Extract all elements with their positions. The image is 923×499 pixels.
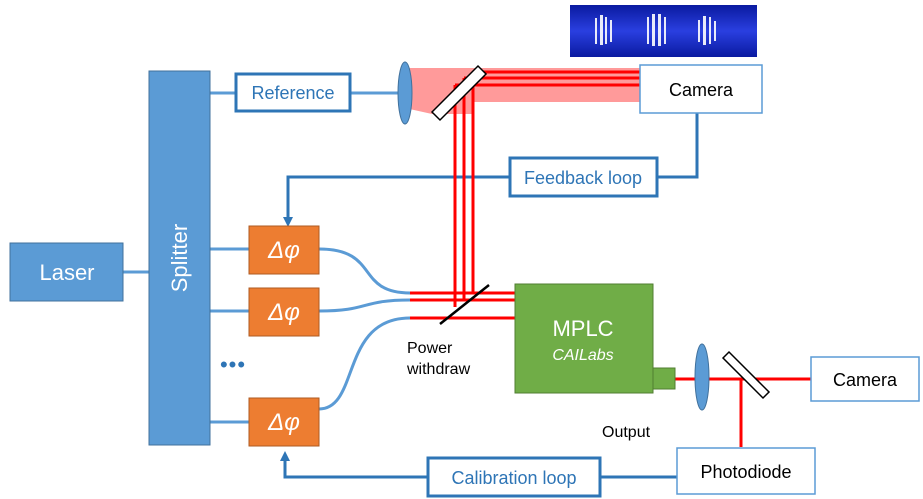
photodiode-box: Photodiode: [676, 447, 816, 495]
phase-shifter-n: Δφ: [248, 397, 320, 447]
camera-right-box: Camera: [810, 356, 920, 402]
camera-right-label: Camera: [833, 370, 898, 390]
feedback-loop-line: [283, 113, 699, 227]
interference-fringe-image: [570, 5, 757, 57]
laser-box: Laser: [9, 242, 124, 302]
reference-label: Reference: [251, 83, 334, 103]
reference-box: Reference: [234, 72, 352, 113]
output-lens-icon: [694, 343, 710, 411]
power-withdraw-label-line1: Power: [407, 340, 453, 357]
photodiode-label: Photodiode: [700, 462, 791, 482]
feedback-loop-label: Feedback loop: [524, 168, 642, 188]
phase-shifter-1: Δφ: [248, 225, 320, 275]
mplc-brand-label: CAILabs: [552, 347, 613, 364]
red-beams: [410, 70, 811, 447]
mplc-box: MPLC CAILabs: [514, 283, 676, 394]
output-beam-splitter-icon: [721, 350, 771, 400]
splitter-label: Splitter: [167, 224, 192, 292]
beam-splitter-icon: [430, 64, 488, 122]
power-withdraw-label-line2: withdraw: [406, 361, 471, 378]
lens-icon: [397, 61, 413, 125]
connection-lines: [123, 91, 411, 424]
camera-top-label: Camera: [669, 80, 734, 100]
phase-shifter-1-label: Δφ: [267, 237, 300, 264]
mplc-output-port: [652, 367, 676, 390]
phase-shifter-2-label: Δφ: [267, 299, 300, 326]
ellipsis: •••: [220, 352, 246, 377]
camera-top-box: Camera: [639, 64, 763, 114]
calibration-loop-label: Calibration loop: [451, 468, 576, 488]
laser-label: Laser: [39, 260, 94, 285]
power-withdraw-splitter-icon: [439, 284, 490, 325]
phase-shifter-n-label: Δφ: [267, 409, 300, 436]
mplc-label: MPLC: [552, 316, 613, 341]
calibration-loop-box: Calibration loop: [426, 456, 602, 498]
feedback-loop-box: Feedback loop: [508, 156, 659, 198]
phase-shifter-2: Δφ: [248, 287, 320, 337]
output-label: Output: [602, 424, 651, 441]
splitter-box: Splitter: [148, 70, 211, 446]
calibration-loop-line: [280, 451, 677, 479]
